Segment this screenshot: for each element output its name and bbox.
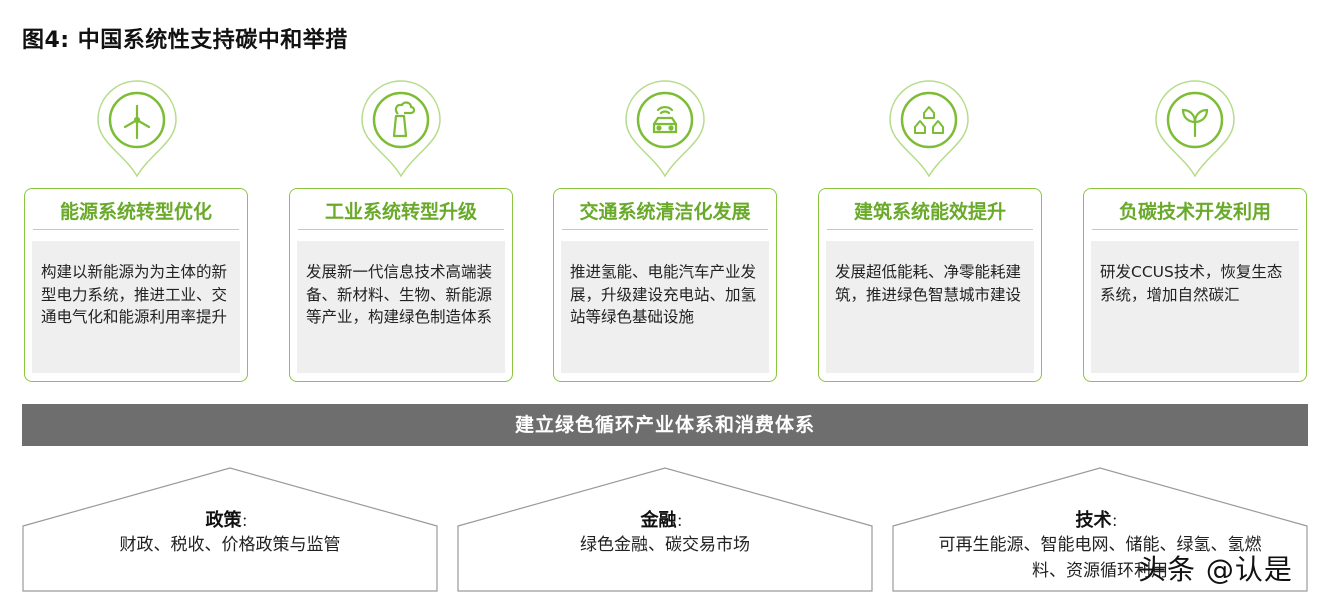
- card-divider: [562, 229, 768, 230]
- card-energy: 能源系统转型优化 构建以新能源为为主体的新型电力系统，推进工业、交通电气化和能源…: [24, 188, 248, 382]
- pin-houses: [886, 80, 972, 180]
- card-industry: 工业系统转型升级 发展新一代信息技术高端装备、新材料、生物、新能源等产业，构建绿…: [289, 188, 513, 382]
- card-title: 交通系统清洁化发展: [579, 201, 751, 223]
- card-title: 建筑系统能效提升: [853, 201, 1006, 223]
- card-divider: [298, 229, 504, 230]
- factory-cloud-icon: [392, 101, 416, 138]
- card-body: 推进氢能、电能汽车产业发展，升级建设充电站、加氢站等绿色基础设施: [561, 241, 769, 373]
- pillar-heading: 技术：: [1075, 510, 1125, 531]
- card-title: 能源系统转型优化: [59, 201, 212, 223]
- card-divider: [1092, 229, 1298, 230]
- system-banner: 建立绿色循环产业体系和消费体系: [22, 404, 1308, 446]
- pillar-text: 可再生能源、智能电网、储能、绿氢、氢燃料、资源循环利用: [938, 535, 1262, 581]
- card-title: 工业系统转型升级: [324, 201, 477, 223]
- card-transport: 交通系统清洁化发展 推进氢能、电能汽车产业发展，升级建设充电站、加氢站等绿色基础…: [553, 188, 777, 382]
- pillar-policy: 政策： 财政、税收、价格政策与监管: [22, 466, 438, 592]
- pin-wind-turbine: [94, 80, 180, 180]
- pillar-heading: 金融：: [640, 510, 690, 531]
- pin-sprout: [1152, 80, 1238, 180]
- watermark: 头条 @认是: [1138, 553, 1293, 586]
- pillar-heading: 政策：: [205, 510, 255, 531]
- wind-turbine-icon: [123, 104, 151, 140]
- card-divider: [827, 229, 1033, 230]
- card-negative-carbon: 负碳技术开发利用 研发CCUS技术，恢复生态系统，增加自然碳汇: [1083, 188, 1307, 382]
- pillar-finance: 金融： 绿色金融、碳交易市场: [457, 466, 873, 592]
- card-body: 构建以新能源为为主体的新型电力系统，推进工业、交通电气化和能源利用率提升: [32, 241, 240, 373]
- pillar-text: 财政、税收、价格政策与监管: [119, 535, 341, 555]
- card-body: 研发CCUS技术，恢复生态系统，增加自然碳汇: [1091, 241, 1299, 373]
- card-body: 发展新一代信息技术高端装备、新材料、生物、新能源等产业，构建绿色制造体系: [297, 241, 505, 373]
- pillar-technology: 技术： 可再生能源、智能电网、储能、绿氢、氢燃料、资源循环利用: [892, 466, 1308, 592]
- pin-car: [622, 80, 708, 180]
- car-signal-icon: [652, 106, 678, 134]
- figure-title: 图4: 中国系统性支持碳中和举措: [22, 28, 348, 53]
- card-divider: [33, 229, 239, 230]
- card-body: 发展超低能耗、净零能耗建筑，推进绿色智慧城市建设: [826, 241, 1034, 373]
- pillar-text: 绿色金融、碳交易市场: [580, 535, 750, 555]
- card-building: 建筑系统能效提升 发展超低能耗、净零能耗建筑，推进绿色智慧城市建设: [818, 188, 1042, 382]
- card-title: 负碳技术开发利用: [1118, 201, 1271, 223]
- houses-icon: [914, 106, 944, 134]
- sprout-icon: [1181, 108, 1209, 138]
- pin-factory: [358, 80, 444, 180]
